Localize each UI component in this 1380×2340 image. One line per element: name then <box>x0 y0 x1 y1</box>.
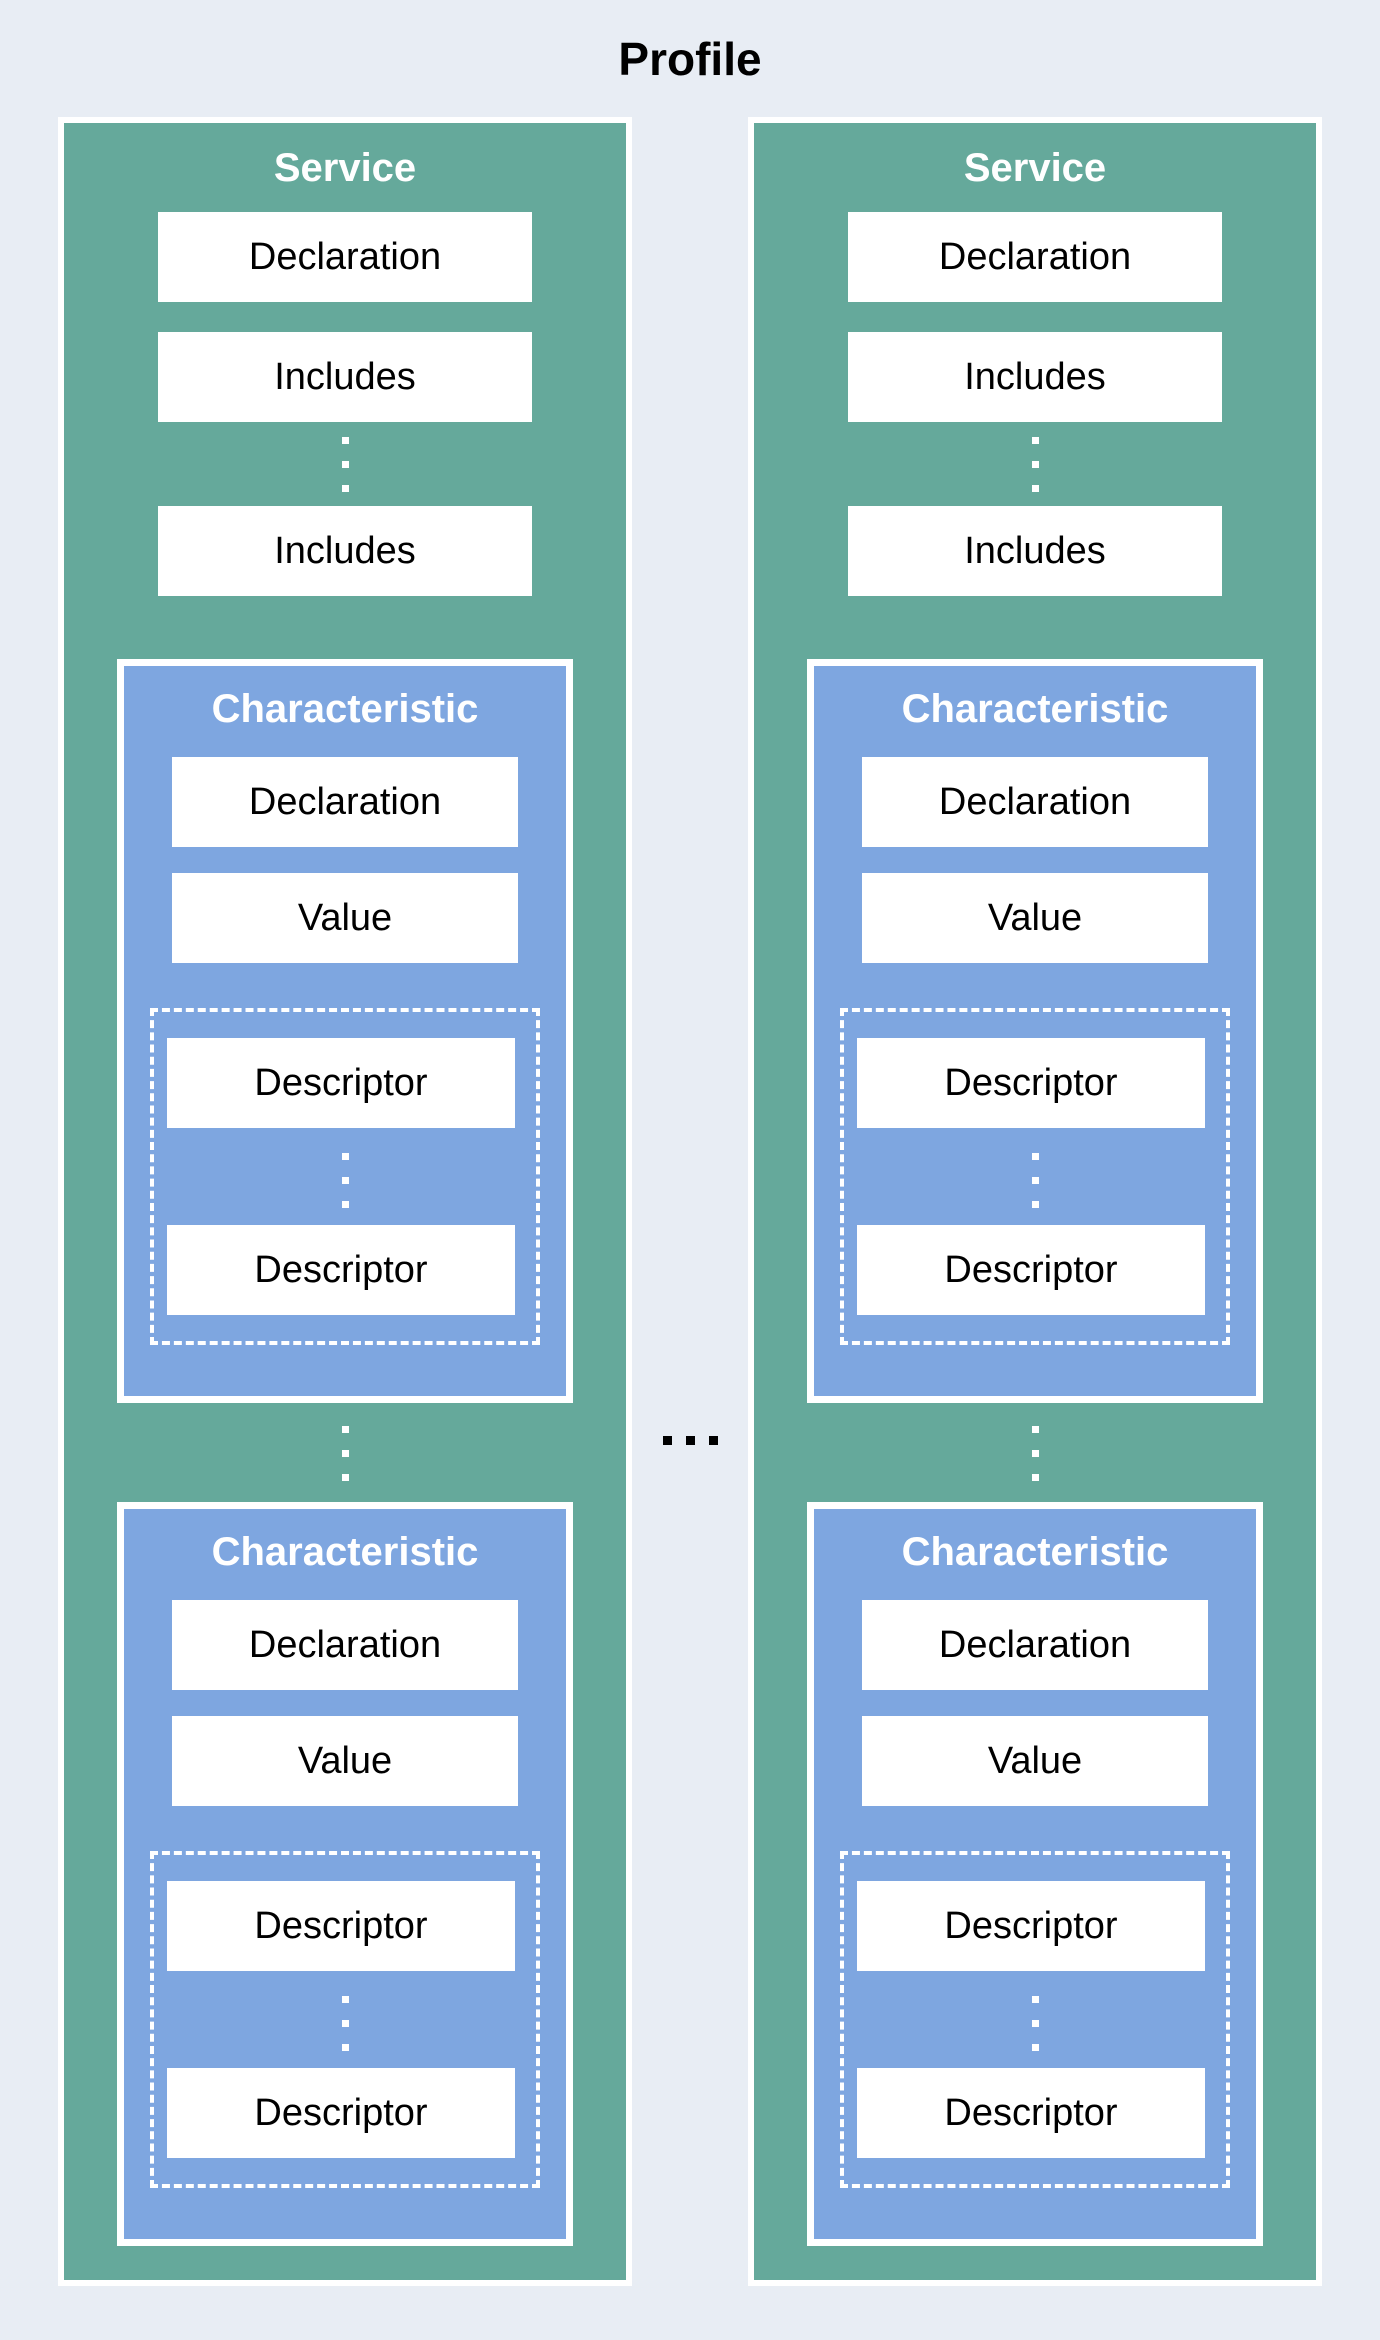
descriptor-group: Descriptor Descriptor <box>150 1008 540 1345</box>
service-label: Service <box>273 146 417 190</box>
service-includes-box: Includes <box>848 506 1222 596</box>
characteristic-label: Characteristic <box>901 687 1169 731</box>
descriptor-box: Descriptor <box>167 2068 515 2158</box>
service-includes-box: Includes <box>848 332 1222 422</box>
characteristic-box: Characteristic Declaration Value Descrip… <box>117 1502 573 2246</box>
characteristic-box: Characteristic Declaration Value Descrip… <box>807 659 1263 1403</box>
characteristic-value-box: Value <box>172 1716 518 1806</box>
service-declaration-box: Declaration <box>848 212 1222 302</box>
service-label: Service <box>963 146 1107 190</box>
horizontal-ellipsis-icon <box>0 1436 1380 1445</box>
characteristic-declaration-box: Declaration <box>862 757 1208 847</box>
service-declaration-box: Declaration <box>158 212 532 302</box>
vertical-ellipsis-icon <box>64 437 626 492</box>
characteristic-value-box: Value <box>862 1716 1208 1806</box>
service-includes-box: Includes <box>158 332 532 422</box>
vertical-ellipsis-icon <box>754 1426 1316 1481</box>
descriptor-group: Descriptor Descriptor <box>840 1851 1230 2188</box>
descriptor-box: Descriptor <box>857 2068 1205 2158</box>
service-box: Service Declaration Includes Includes Ch… <box>58 117 632 2286</box>
service-box: Service Declaration Includes Includes Ch… <box>748 117 1322 2286</box>
descriptor-box: Descriptor <box>167 1225 515 1315</box>
service-includes-box: Includes <box>158 506 532 596</box>
descriptor-box: Descriptor <box>167 1881 515 1971</box>
characteristic-declaration-box: Declaration <box>172 757 518 847</box>
descriptor-box: Descriptor <box>857 1038 1205 1128</box>
descriptor-box: Descriptor <box>167 1038 515 1128</box>
characteristic-declaration-box: Declaration <box>172 1600 518 1690</box>
characteristic-label: Characteristic <box>901 1530 1169 1574</box>
vertical-ellipsis-icon <box>844 1153 1226 1208</box>
vertical-ellipsis-icon <box>844 1996 1226 2051</box>
descriptor-box: Descriptor <box>857 1881 1205 1971</box>
vertical-ellipsis-icon <box>754 437 1316 492</box>
vertical-ellipsis-icon <box>154 1153 536 1208</box>
vertical-ellipsis-icon <box>64 1426 626 1481</box>
characteristic-box: Characteristic Declaration Value Descrip… <box>117 659 573 1403</box>
characteristic-declaration-box: Declaration <box>862 1600 1208 1690</box>
characteristic-label: Characteristic <box>211 687 479 731</box>
descriptor-box: Descriptor <box>857 1225 1205 1315</box>
vertical-ellipsis-icon <box>154 1996 536 2051</box>
profile-title: Profile <box>618 33 762 85</box>
characteristic-value-box: Value <box>862 873 1208 963</box>
descriptor-group: Descriptor Descriptor <box>150 1851 540 2188</box>
descriptor-group: Descriptor Descriptor <box>840 1008 1230 1345</box>
characteristic-box: Characteristic Declaration Value Descrip… <box>807 1502 1263 2246</box>
characteristic-label: Characteristic <box>211 1530 479 1574</box>
characteristic-value-box: Value <box>172 873 518 963</box>
